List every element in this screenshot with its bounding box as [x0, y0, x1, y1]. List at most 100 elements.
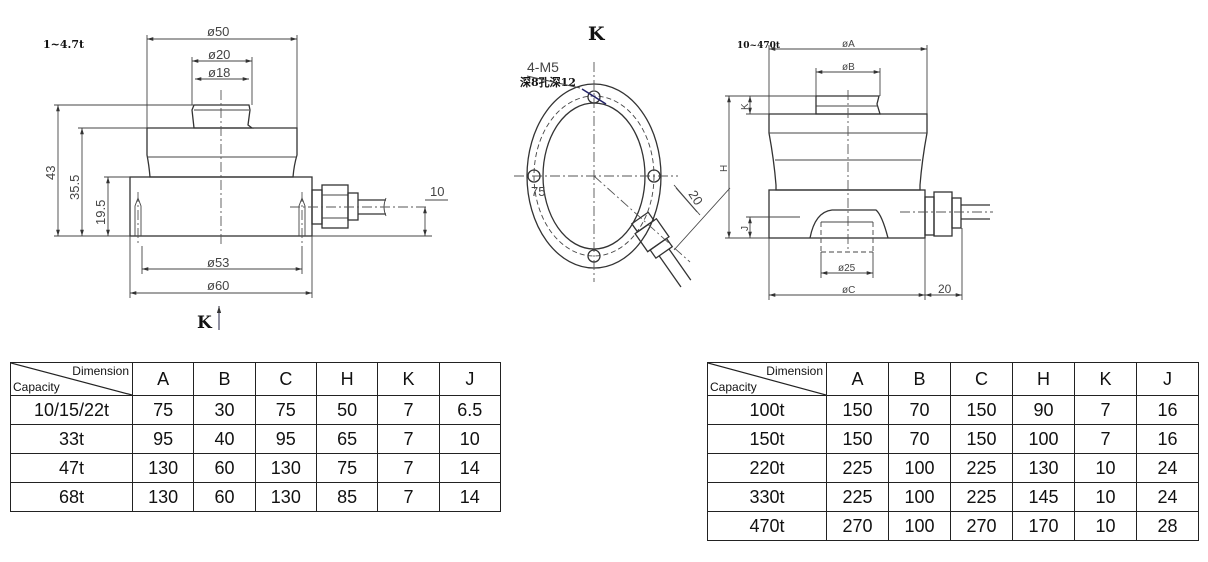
column-header: H [1012, 362, 1075, 396]
hole-label: 75 [531, 184, 545, 199]
thread-label: 4-M5 [527, 59, 559, 75]
dimension-cell: 7 [377, 453, 440, 483]
dimension-cell: 170 [1012, 511, 1075, 541]
dimension-cell: 270 [826, 511, 889, 541]
dimension-cell: 70 [888, 395, 951, 425]
dimension-cell: 40 [193, 424, 256, 454]
dimension-cell: 130 [254, 482, 317, 512]
large-load-cell-drawing: 10~470t øA øB ø25 øC 20 [719, 39, 993, 300]
dimension-cell: 7 [377, 424, 440, 454]
dimension-cell: 28 [1136, 511, 1199, 541]
dimension-cell: 60 [193, 482, 256, 512]
dimension-cell: 270 [950, 511, 1013, 541]
dim-J: J [740, 226, 751, 231]
capacity-cell: 10/15/22t [10, 395, 133, 425]
column-header: B [888, 362, 951, 396]
dimension-cell: 150 [826, 395, 889, 425]
capacity-cell: 150t [707, 424, 827, 454]
corner-header: Dimension Capacity [707, 362, 827, 396]
dimension-cell: 85 [315, 482, 379, 512]
dimension-cell: 70 [888, 424, 951, 454]
dimension-cell: 150 [950, 424, 1013, 454]
dimension-cell: 150 [826, 424, 889, 454]
dimension-cell: 10 [438, 424, 502, 454]
dimension-cell: 7 [1074, 424, 1137, 454]
dim-d60: ø60 [207, 278, 229, 293]
dimension-cell: 6.5 [438, 395, 502, 425]
column-header: K [1074, 362, 1137, 396]
dimension-cell: 95 [254, 424, 317, 454]
dimension-cell: 16 [1136, 395, 1199, 425]
dim-d20: ø20 [208, 47, 230, 62]
dim-dA: øA [842, 39, 855, 50]
column-header: A [826, 362, 889, 396]
dimension-cell: 50 [315, 395, 379, 425]
dimension-cell: 100 [888, 453, 951, 483]
capacity-cell: 68t [10, 482, 133, 512]
capacity-cell: 33t [10, 424, 133, 454]
small-load-cell-drawing: 1~4.7t ø50 ø20 ø18 10 [43, 24, 448, 333]
dimension-cell: 7 [377, 482, 440, 512]
angle-dim: 20 [685, 187, 705, 207]
dimension-cell: 100 [1012, 424, 1075, 454]
header-dimension: Dimension [766, 364, 823, 378]
dim-c20: 20 [938, 282, 952, 296]
dimension-cell: 14 [438, 453, 502, 483]
dim-dB: øB [842, 62, 855, 73]
header-capacity: Capacity [710, 380, 757, 394]
dimension-cell: 145 [1012, 482, 1075, 512]
column-header: C [254, 362, 317, 396]
dimension-cell: 30 [193, 395, 256, 425]
header-capacity: Capacity [13, 380, 60, 394]
column-header: H [315, 362, 379, 396]
dimension-cell: 24 [1136, 482, 1199, 512]
corner-header: Dimension Capacity [10, 362, 133, 396]
dimension-cell: 65 [315, 424, 379, 454]
dim-K: K [740, 103, 751, 110]
dim-d25: ø25 [838, 263, 856, 274]
dimension-cell: 90 [1012, 395, 1075, 425]
capacity-cell: 47t [10, 453, 133, 483]
dimension-cell: 7 [1074, 395, 1137, 425]
dimension-cell: 225 [826, 453, 889, 483]
dim-h43: 43 [43, 166, 58, 180]
dimension-cell: 10 [1074, 453, 1137, 483]
capacity-cell: 220t [707, 453, 827, 483]
dimension-cell: 75 [315, 453, 379, 483]
dimension-cell: 75 [254, 395, 317, 425]
dim-dC: øC [842, 285, 855, 296]
dimension-cell: 100 [888, 482, 951, 512]
dimension-cell: 60 [193, 453, 256, 483]
dimension-cell: 75 [131, 395, 195, 425]
k-view-title: K [588, 23, 606, 45]
dimension-cell: 130 [131, 453, 195, 483]
depth-note: 深8孔深12 [520, 75, 576, 89]
column-header: K [377, 362, 440, 396]
dimension-cell: 7 [377, 395, 440, 425]
column-header: A [131, 362, 195, 396]
large-range-label: 10~470t [737, 41, 781, 51]
view-k-label: K [197, 313, 213, 333]
dim-h19: 19.5 [93, 200, 108, 225]
k-view-drawing: K 4-M5 深8孔深12 75 20 [514, 23, 731, 288]
dim-h35: 35.5 [67, 175, 82, 200]
header-dimension: Dimension [72, 364, 129, 378]
dimension-cell: 225 [950, 453, 1013, 483]
dim-d50: ø50 [207, 24, 229, 39]
dimension-cell: 130 [131, 482, 195, 512]
dimension-cell: 95 [131, 424, 195, 454]
dim-d18: ø18 [208, 65, 230, 80]
dim-d53: ø53 [207, 255, 229, 270]
dim-c10: 10 [430, 184, 444, 199]
dimension-cell: 130 [254, 453, 317, 483]
